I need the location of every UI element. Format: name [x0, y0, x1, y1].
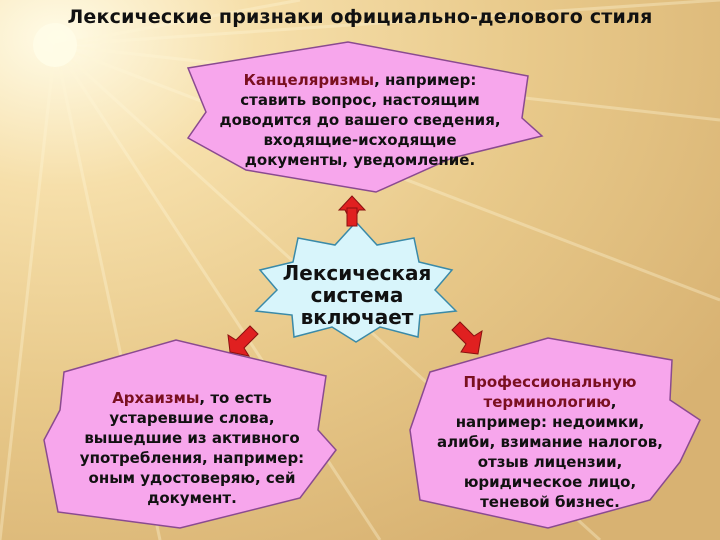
right-line-2: алиби, взимание налогов, — [436, 433, 663, 451]
left-box-text: Архаизмы, то есть устаревшие слова, выше… — [52, 388, 332, 508]
left-line-3: употребления, например: — [79, 449, 305, 467]
right-term-line1: Профессиональную — [463, 373, 637, 391]
right-rhombus-box — [409, 337, 701, 529]
right-line-5: теневой бизнес. — [480, 493, 620, 511]
left-line-4: оным удостоверяю, сей — [88, 469, 296, 487]
right-line-3: отзыв лицензии, — [477, 453, 623, 471]
top-line-0: , например: — [374, 71, 477, 89]
arrow-down-right — [451, 321, 483, 355]
page-title: Лексические признаки официально-делового… — [67, 6, 653, 28]
top-line-3: входящие-исходящие — [263, 131, 457, 149]
arrow-down-left — [227, 325, 259, 357]
left-line-1: устаревшие слова, — [109, 409, 275, 427]
center-line-1: система — [310, 283, 404, 307]
right-line-1: например: недоимки, — [455, 413, 645, 431]
right-box-text: Профессиональную терминологию, например:… — [402, 372, 698, 512]
right-line-0: , — [610, 393, 617, 411]
right-line-4: юридическое лицо, — [463, 473, 637, 491]
top-term: Канцеляризмы — [243, 71, 375, 89]
left-term: Архаизмы — [112, 389, 200, 407]
left-line-5: документ. — [147, 489, 237, 507]
top-line-1: ставить вопрос, настоящим — [240, 91, 480, 109]
left-line-2: вышедшие из активного — [84, 429, 300, 447]
center-line-2: включает — [300, 305, 414, 329]
top-box-text: Канцеляризмы, например: ставить вопрос, … — [190, 70, 530, 170]
left-line-0: , то есть — [199, 389, 272, 407]
center-text: Лексическая система включает — [262, 262, 452, 328]
light-glow — [33, 23, 77, 67]
right-term-line2: терминологию — [483, 393, 611, 411]
top-rhombus-box — [186, 41, 544, 193]
top-line-2: доводится до вашего сведения, — [219, 111, 501, 129]
center-line-0: Лексическая — [282, 261, 432, 285]
left-rhombus-box — [43, 339, 337, 529]
center-star — [254, 220, 458, 343]
top-line-4: документы, уведомление. — [244, 151, 476, 169]
arrow-up — [337, 195, 367, 227]
